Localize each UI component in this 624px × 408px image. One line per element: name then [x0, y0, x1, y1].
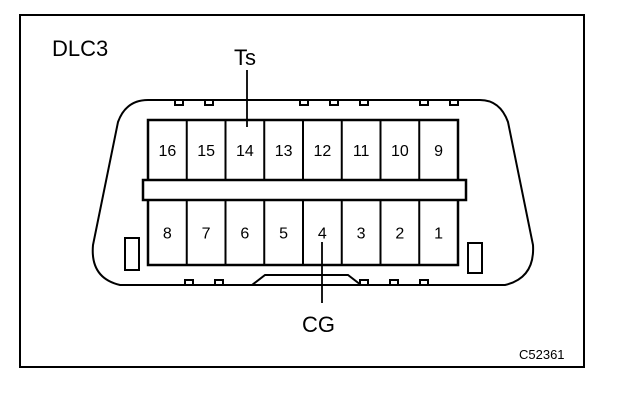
left-latch: [124, 237, 140, 271]
separator-bar: [141, 178, 468, 202]
figure-code: C52361: [519, 347, 565, 362]
pin-number-10: 10: [391, 143, 409, 160]
pin-number-3: 3: [357, 226, 366, 243]
connector-title: DLC3: [52, 36, 109, 61]
housing-top-notches: [174, 100, 459, 106]
pin-number-7: 7: [202, 226, 211, 243]
connector-housing: [91, 99, 535, 286]
pin-number-8: 8: [163, 226, 172, 243]
right-latch: [467, 242, 483, 274]
cg-terminal-label: CG: [302, 312, 335, 337]
connector-key-tab: [251, 274, 362, 286]
top-pin-row: 16 15 14 13 12 11 10 9: [158, 120, 443, 180]
pin-number-13: 13: [275, 143, 293, 160]
pin-number-15: 15: [197, 143, 215, 160]
pin-number-16: 16: [158, 143, 176, 160]
diagram-frame: [19, 14, 585, 368]
pin-number-9: 9: [434, 143, 443, 160]
bottom-pin-row: 8 7 6 5 4 3 2 1: [163, 200, 443, 265]
housing-bottom-notches: [184, 279, 429, 285]
pin-number-1: 1: [434, 226, 443, 243]
ts-terminal-label: Ts: [234, 45, 256, 70]
pin-number-2: 2: [395, 226, 404, 243]
pin-number-4: 4: [318, 226, 327, 243]
pin-number-14: 14: [236, 143, 254, 160]
pin-number-5: 5: [279, 226, 288, 243]
pin-number-12: 12: [313, 143, 331, 160]
pin-number-6: 6: [240, 226, 249, 243]
pin-number-11: 11: [353, 143, 370, 160]
